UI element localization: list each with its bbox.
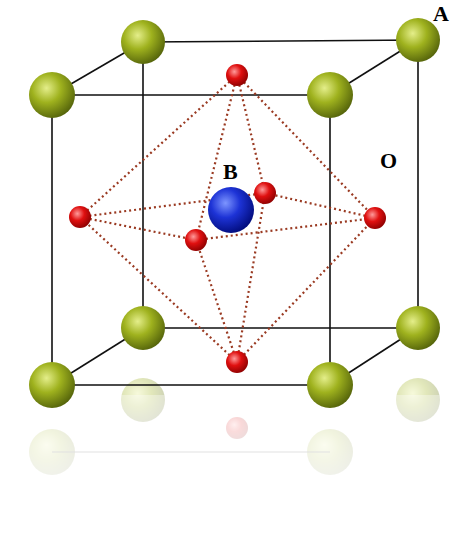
a-site-atoms-front xyxy=(29,72,353,408)
o-site-atoms xyxy=(69,64,386,373)
atom-label: O xyxy=(380,150,397,172)
atom-label: A xyxy=(433,3,449,25)
o-site-atom xyxy=(185,229,207,251)
octahedron-edges xyxy=(80,75,375,362)
reflection xyxy=(0,378,469,533)
atom-label: B xyxy=(223,161,238,183)
b-site-atom xyxy=(208,187,254,233)
cube-edges xyxy=(52,40,418,385)
a-site-atoms xyxy=(121,18,440,350)
